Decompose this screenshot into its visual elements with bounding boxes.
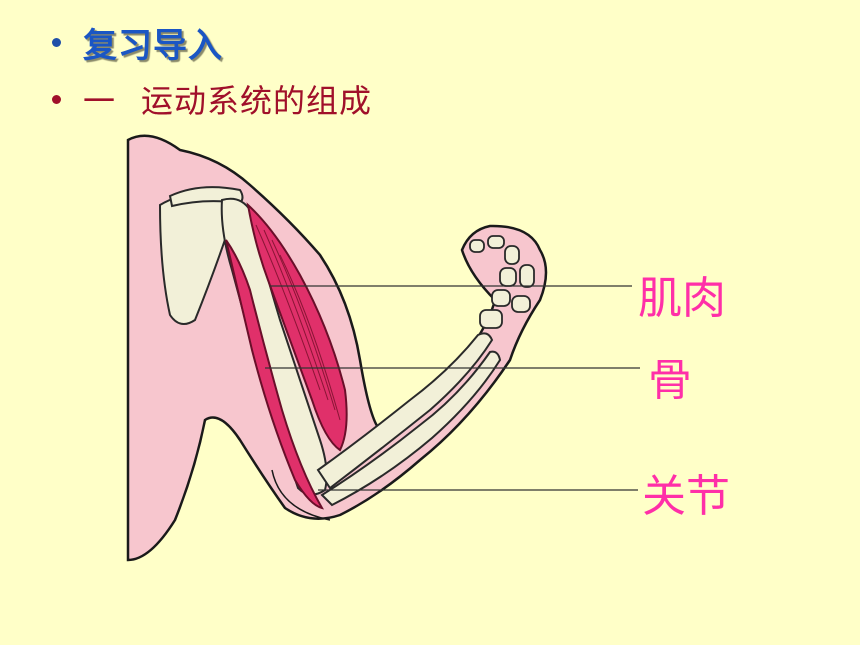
bullet-dot (52, 38, 61, 47)
ulna-bone (320, 350, 502, 507)
heading-motor-system: 运动系统的组成 (141, 82, 373, 120)
bullet-motor-system: 一 运动系统的组成 (52, 76, 372, 122)
elbow-joint-outline (271, 469, 331, 521)
bullet-dot (52, 94, 61, 104)
radius-bone (316, 332, 494, 490)
label-muscle: 肌肉 (638, 273, 726, 324)
heading-review-intro: 复习导入 (83, 26, 223, 66)
label-bone: 骨 (648, 355, 692, 406)
label-joint: 关节 (642, 471, 730, 522)
section-number: 一 (83, 82, 116, 120)
bullet-review-intro: 复习导入 (52, 18, 223, 67)
muscle-fibers (255, 224, 341, 421)
triceps-muscle (225, 239, 325, 510)
